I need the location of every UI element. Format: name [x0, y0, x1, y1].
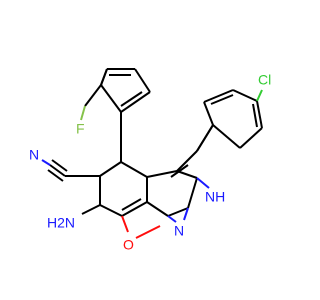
bond — [176, 150, 198, 172]
bond — [210, 94, 234, 105]
bond — [99, 161, 122, 177]
bond — [134, 68, 151, 93]
bond — [120, 91, 151, 113]
bond — [146, 201, 169, 217]
bond — [146, 170, 178, 178]
bond — [256, 100, 263, 129]
chlorine-bond — [256, 89, 263, 102]
bond — [203, 89, 234, 103]
bond — [121, 198, 142, 211]
bond — [196, 124, 214, 152]
amino-bond — [81, 204, 101, 215]
bond — [99, 204, 123, 217]
bond — [47, 169, 64, 182]
fluorine-label: F — [76, 121, 85, 137]
bond — [176, 170, 198, 179]
fluorine-bond — [80, 105, 86, 121]
fluorophenyl-ring — [84, 68, 151, 113]
bond — [49, 164, 66, 177]
bond — [121, 201, 148, 217]
pyrazole-bond — [196, 177, 210, 189]
molecule-structure: F Cl N — [29, 68, 271, 253]
bond — [100, 68, 108, 86]
bond — [187, 177, 198, 209]
bond — [203, 101, 214, 126]
bond — [51, 159, 68, 172]
bond — [239, 127, 263, 149]
oxygen-bond-right — [135, 225, 161, 239]
bond — [212, 124, 241, 149]
bond — [100, 84, 122, 113]
oxygen-bond-left — [121, 215, 129, 233]
pyrazole-bond — [183, 207, 189, 221]
nitrile-nitrogen-label: N — [29, 147, 39, 163]
bond — [170, 164, 189, 178]
bond — [120, 91, 143, 107]
bond — [167, 207, 189, 217]
chlorophenyl-ring — [196, 89, 263, 152]
bond — [120, 161, 148, 178]
bond — [232, 89, 258, 102]
nitrile-group — [41, 159, 100, 182]
bond — [252, 103, 258, 128]
chlorine-label: Cl — [258, 72, 271, 88]
pyrazole-nh-label: NH — [205, 189, 225, 205]
amino-group-label: H2N — [47, 215, 75, 231]
pyranopyrazole-core — [99, 112, 214, 217]
pyrazole-nitrogen-label: N — [174, 223, 184, 239]
bond — [41, 159, 51, 166]
ring-oxygen-label: O — [123, 237, 134, 253]
pyrazole-bond — [167, 215, 177, 223]
bond — [84, 84, 102, 107]
